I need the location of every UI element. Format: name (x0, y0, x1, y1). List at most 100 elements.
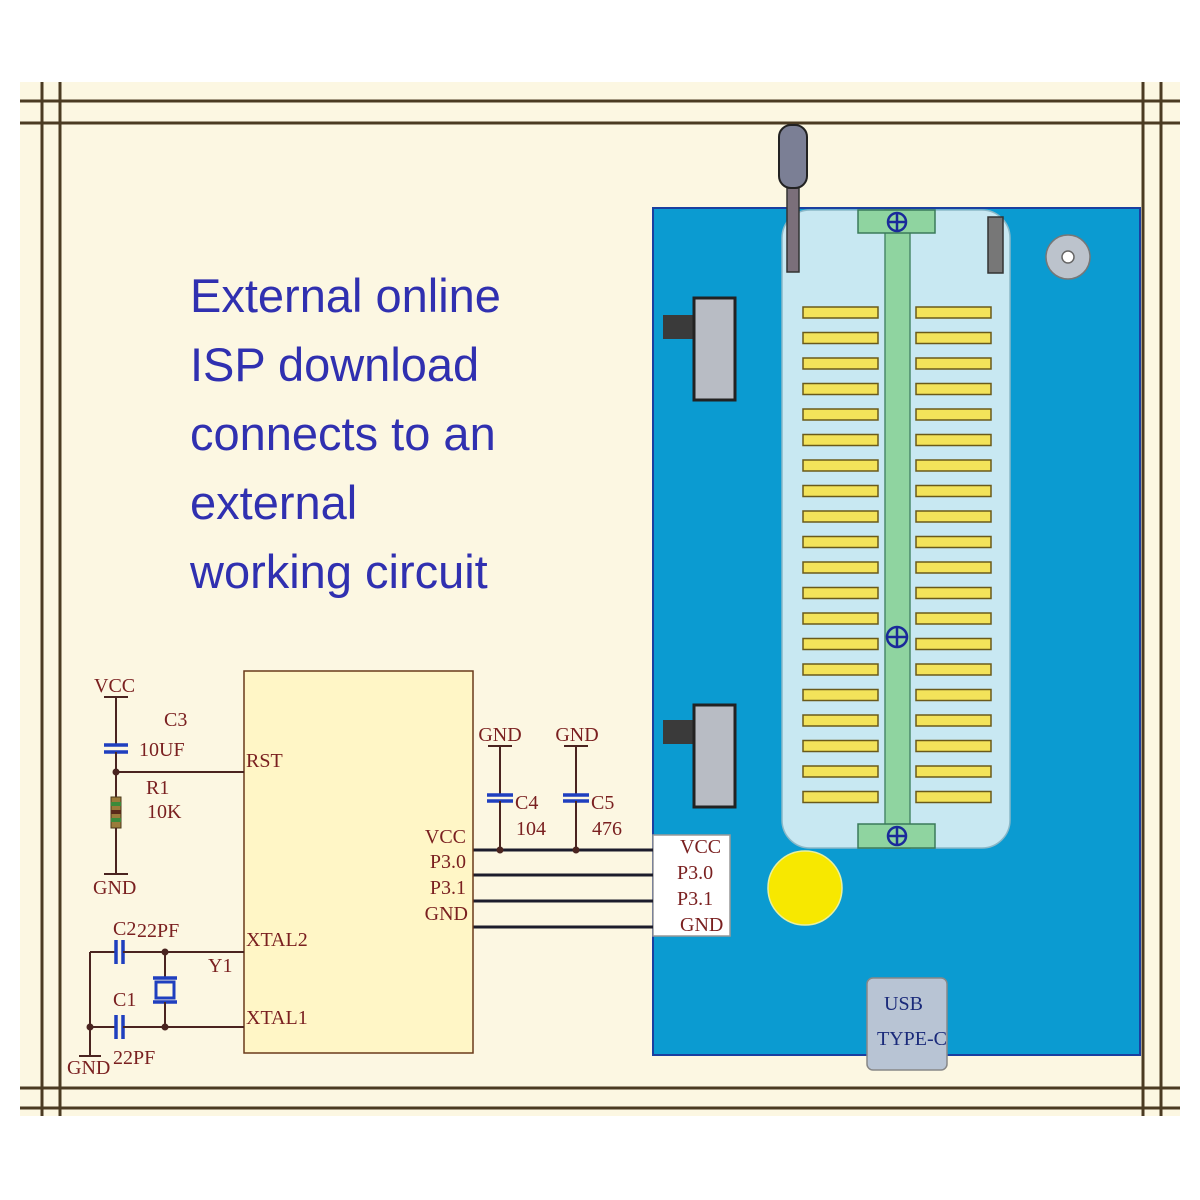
switch-bottom-body (692, 703, 737, 809)
c4-gnd-label: GND (478, 724, 521, 746)
zif-pin-left-20 (802, 790, 879, 804)
zif-pin-right-20 (915, 790, 992, 804)
zif-pin-left-16 (802, 688, 879, 702)
zif-pin-right-17 (915, 714, 992, 727)
c3-ref: C3 (164, 709, 187, 731)
zif-pin-left-11 (802, 561, 879, 574)
zif-pin-right-7 (915, 459, 992, 472)
zif-pin-right-2 (915, 331, 992, 345)
c4-node (496, 846, 504, 854)
zif-pin-right-1 (915, 306, 992, 319)
usb-port-body (866, 977, 948, 1071)
zif-pin-right-19 (915, 765, 992, 778)
connector-pin-vcc: VCC (680, 836, 721, 858)
chip-pin-rst: RST (246, 750, 283, 772)
zif-pin-right-8 (915, 484, 992, 498)
lever-handle (778, 124, 808, 189)
switch-bottom (663, 703, 737, 809)
c5-node (572, 846, 580, 854)
zif-center-strip (884, 209, 911, 849)
r1-band-1 (111, 802, 121, 806)
c1-value: 22PF (113, 1047, 155, 1069)
chip-pin-gnd: GND (425, 903, 468, 925)
caption-line-5: working circuit (189, 545, 488, 598)
zif-socket (781, 209, 1011, 849)
reset-vcc-label: VCC (94, 675, 135, 697)
zif-pin-left-4 (802, 382, 879, 396)
zif-pin-left-3 (802, 357, 879, 370)
usb-label: USB (884, 993, 923, 1015)
r1-band-2 (111, 810, 121, 814)
zif-pin-rows (802, 306, 992, 804)
lever-stick (786, 185, 800, 273)
screw-icon-middle (885, 625, 909, 649)
zif-pin-right-3 (915, 357, 992, 370)
mounting-hole-icon (1045, 234, 1091, 280)
c5-ref: C5 (591, 792, 614, 814)
zif-pin-left-6 (802, 433, 879, 447)
zif-pin-left-7 (802, 459, 879, 472)
zif-pin-right-16 (915, 688, 992, 702)
connector-pin-gnd: GND (680, 914, 723, 936)
zif-pin-left-1 (802, 306, 879, 319)
chip-pin-vcc: VCC (425, 826, 466, 848)
capacitor-c4: GND C4 104 (478, 724, 546, 854)
zif-pin-right-18 (915, 739, 992, 753)
zif-pin-left-8 (802, 484, 879, 498)
chip-pin-p31: P3.1 (430, 877, 466, 899)
caption: External online ISP download connects to… (189, 269, 501, 598)
caption-line-4: external (190, 476, 357, 529)
caption-line-1: External online (190, 269, 501, 322)
zif-pin-left-15 (802, 663, 879, 676)
screw-icon-bottom (886, 825, 908, 847)
chip-body (243, 670, 474, 1054)
mcu-chip: RST XTAL2 XTAL1 VCC P3.0 P3.1 GND (243, 670, 474, 1054)
connector-pin-p30: P3.0 (677, 862, 713, 884)
switch-top-knob (663, 315, 694, 339)
c3-value: 10UF (139, 739, 185, 761)
lever-slot (987, 216, 1004, 274)
zif-pin-right-9 (915, 510, 992, 523)
zif-pin-right-10 (915, 535, 992, 549)
switch-top-body (692, 296, 737, 402)
c2-value: 22PF (137, 920, 179, 942)
zif-pin-left-12 (802, 586, 879, 600)
zif-pin-right-6 (915, 433, 992, 447)
programmer-board: VCC P3.0 P3.1 GND USB TYPE-C (652, 124, 1141, 1071)
r1-ref: R1 (146, 777, 169, 799)
c2-ref: C2 (113, 918, 136, 940)
zif-pin-left-5 (802, 408, 879, 421)
chip-pin-xtal2: XTAL2 (246, 929, 308, 951)
c4-value: 104 (516, 818, 546, 840)
c5-value: 476 (592, 818, 622, 840)
zif-pin-left-18 (802, 739, 879, 753)
reset-gnd-label: GND (93, 877, 136, 899)
screw-icon-top (886, 211, 908, 233)
chip-pin-xtal1: XTAL1 (246, 1007, 308, 1029)
oscillator-circuit: C2 22PF Y1 C1 22PF GND (67, 918, 244, 1079)
zif-pin-left-9 (802, 510, 879, 523)
usb-type-label: TYPE-C (877, 1028, 947, 1050)
zif-pin-left-10 (802, 535, 879, 549)
zif-pin-right-11 (915, 561, 992, 574)
r1-value: 10K (147, 801, 182, 823)
switch-bottom-knob (663, 720, 694, 744)
reset-circuit: VCC C3 10UF R1 10K GND (93, 675, 244, 899)
zif-pin-right-5 (915, 408, 992, 421)
zif-pin-right-12 (915, 586, 992, 600)
osc-ground-node (86, 1023, 94, 1031)
c1-ref: C1 (113, 989, 136, 1011)
usb-type-c-port: USB TYPE-C (866, 977, 948, 1071)
zif-pin-right-15 (915, 663, 992, 676)
programmer-connector: VCC P3.0 P3.1 GND (652, 834, 731, 937)
zif-lever (778, 124, 808, 273)
c5-gnd-label: GND (555, 724, 598, 746)
zif-pin-right-4 (915, 382, 992, 396)
y1-ref: Y1 (208, 955, 232, 977)
resistor-r1 (110, 796, 122, 829)
zif-pin-right-13 (915, 612, 992, 625)
zif-pin-left-14 (802, 637, 879, 651)
c4-ref: C4 (515, 792, 538, 814)
chip-pin-p30: P3.0 (430, 851, 466, 873)
